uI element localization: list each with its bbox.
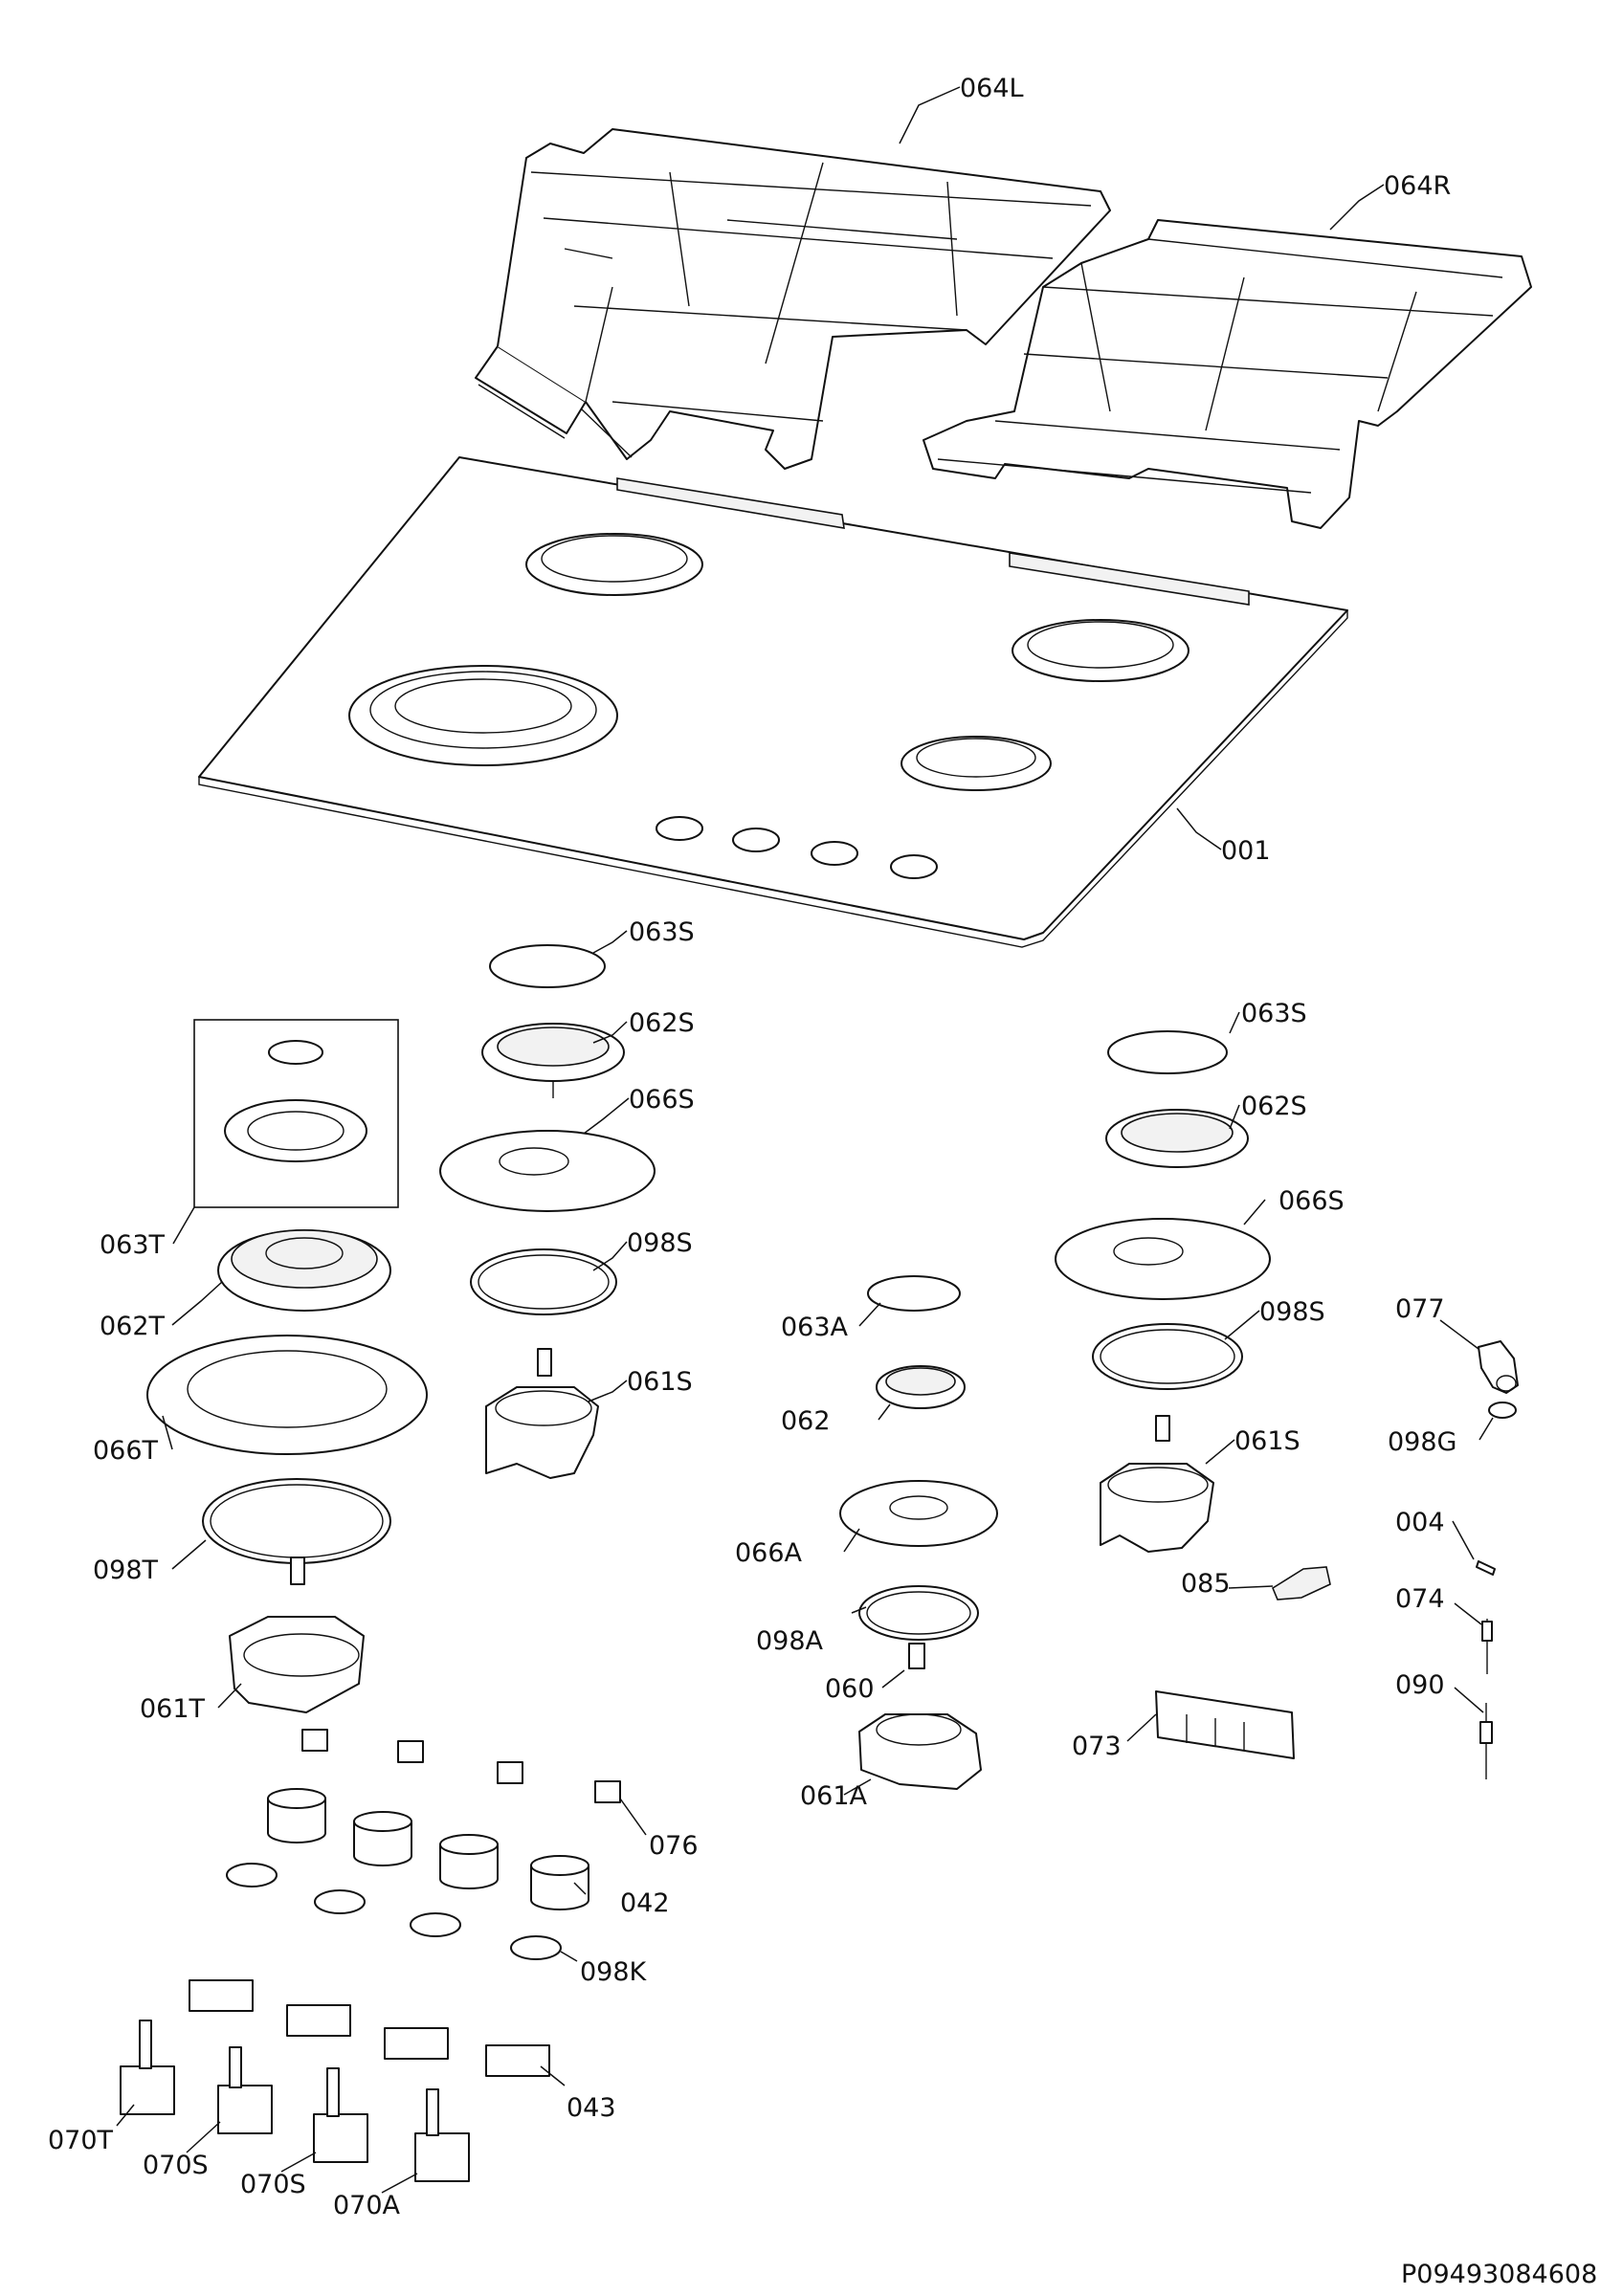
label-076: 076 — [649, 1831, 699, 1861]
label-066S-left: 066S — [629, 1085, 695, 1115]
gasket-ring — [1488, 1402, 1517, 1419]
ignition-unit — [1155, 1690, 1295, 1759]
label-043: 043 — [567, 2093, 616, 2123]
semi-rapid-burner-right-group — [1055, 1030, 1271, 1553]
label-098S-right: 098S — [1259, 1297, 1325, 1327]
label-070A: 070A — [333, 2191, 401, 2220]
label-074: 074 — [1395, 1584, 1445, 1614]
label-085: 085 — [1181, 1569, 1231, 1599]
label-042: 042 — [620, 1888, 670, 1918]
label-064R: 064R — [1384, 171, 1451, 201]
hob-top-plate — [198, 456, 1348, 948]
leader-lines — [116, 86, 1494, 2194]
clip — [1272, 1566, 1331, 1601]
label-098K: 098K — [580, 1957, 648, 1987]
label-077: 077 — [1395, 1294, 1445, 1324]
label-066T: 066T — [93, 1436, 159, 1466]
knob-seals — [226, 1863, 562, 1960]
label-063S-left: 063S — [629, 917, 695, 947]
gas-valves — [120, 2020, 470, 2182]
label-004: 004 — [1395, 1508, 1445, 1537]
label-098T: 098T — [93, 1556, 159, 1585]
switches — [301, 1729, 621, 1803]
label-098A: 098A — [756, 1626, 824, 1656]
label-070T: 070T — [48, 2126, 114, 2155]
label-073: 073 — [1072, 1732, 1122, 1761]
part-labels: 064L 064R 001 063S 062S 066S 098S 061S 0… — [48, 74, 1597, 2289]
label-063A: 063A — [781, 1313, 849, 1342]
document-id: P09493084608 — [1401, 2260, 1597, 2289]
label-062: 062 — [781, 1406, 831, 1436]
label-066A: 066A — [735, 1538, 803, 1568]
triple-crown-burner-group — [146, 1019, 428, 1713]
label-061T: 061T — [140, 1694, 206, 1724]
label-063S-right: 063S — [1241, 999, 1307, 1028]
control-knobs — [267, 1788, 589, 1910]
label-098S-left: 098S — [627, 1228, 693, 1258]
label-001: 001 — [1221, 836, 1271, 866]
label-090: 090 — [1395, 1670, 1445, 1700]
label-060: 060 — [825, 1674, 875, 1704]
pan-support-right — [923, 219, 1532, 529]
elbow-fitting — [1478, 1340, 1519, 1394]
microswitches — [189, 1979, 550, 2077]
spark-plug — [1479, 1703, 1493, 1779]
label-070S-1: 070S — [143, 2151, 209, 2180]
semi-rapid-burner-left-group — [439, 944, 656, 1479]
screw — [1476, 1560, 1496, 1576]
label-061S-right: 061S — [1234, 1426, 1301, 1456]
thermocouple — [1481, 1619, 1493, 1674]
label-098G: 098G — [1388, 1427, 1456, 1457]
label-066S-right: 066S — [1278, 1186, 1345, 1216]
pan-support-left — [475, 128, 1111, 470]
label-070S-2: 070S — [240, 2170, 306, 2199]
label-061S-left: 061S — [627, 1367, 693, 1397]
label-061A: 061A — [800, 1781, 868, 1811]
auxiliary-burner-group — [839, 1275, 998, 1790]
label-063T: 063T — [100, 1230, 166, 1260]
label-062S-right: 062S — [1241, 1092, 1307, 1121]
label-062T: 062T — [100, 1312, 166, 1341]
label-064L: 064L — [960, 74, 1024, 103]
label-062S-left: 062S — [629, 1008, 695, 1038]
